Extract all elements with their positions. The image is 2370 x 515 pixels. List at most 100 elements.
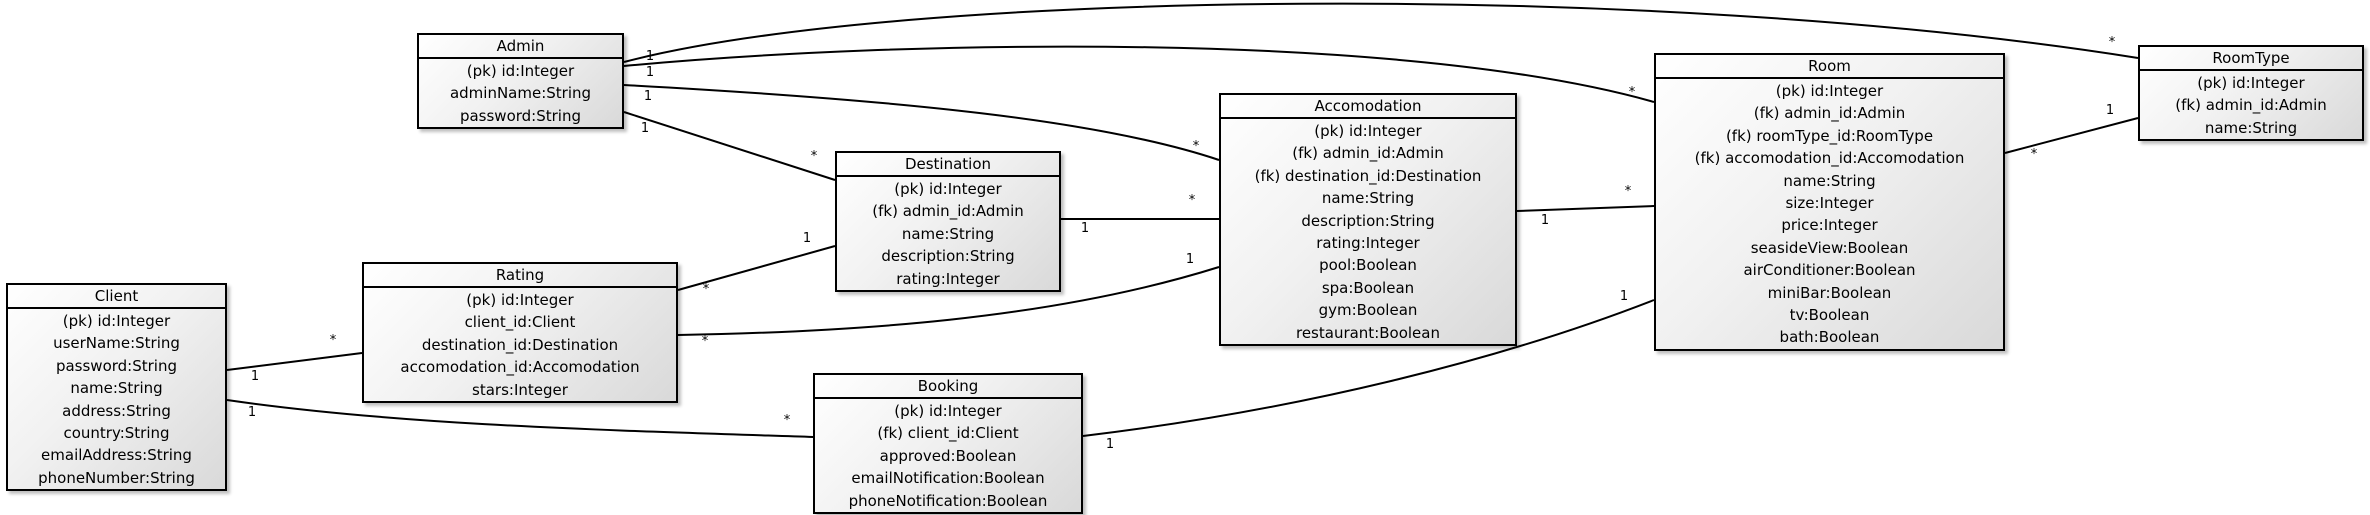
- attribute: (fk) client_id:Client: [877, 424, 1019, 443]
- attribute: name:String: [1783, 171, 1876, 190]
- multiplicity-label: 1: [646, 49, 654, 64]
- multiplicity-label: 1: [251, 369, 259, 384]
- attribute: rating:Integer: [1316, 233, 1420, 252]
- multiplicity-label: *: [703, 282, 710, 297]
- class-destination[interactable]: Destination (pk) id:Integer (fk) admin_i…: [835, 151, 1061, 292]
- class-title: RoomType: [2140, 47, 2362, 71]
- attribute: approved:Boolean: [879, 446, 1017, 465]
- multiplicity-label: 1: [248, 405, 256, 420]
- multiplicity-label: 1: [646, 65, 654, 80]
- attribute: restaurant:Boolean: [1295, 323, 1440, 342]
- attribute: address:String: [62, 401, 171, 420]
- class-title: Booking: [815, 375, 1081, 399]
- attribute: phoneNumber:String: [38, 468, 195, 487]
- attribute: name:String: [1321, 189, 1415, 208]
- class-title: Rating: [364, 264, 676, 288]
- class-attributes: (pk) id:Integer (fk) client_id:Client ap…: [815, 399, 1081, 512]
- class-attributes: (pk) id:Integer client_id:Client destina…: [364, 288, 676, 401]
- class-booking[interactable]: Booking (pk) id:Integer (fk) client_id:C…: [813, 373, 1083, 514]
- attribute: airConditioner:Boolean: [1743, 261, 1916, 280]
- association-admin-roomtype: [623, 2, 2139, 63]
- class-attributes: (pk) id:Integer userName:String password…: [8, 309, 225, 489]
- multiplicity-label: *: [330, 333, 337, 348]
- attribute: description:String: [881, 247, 1015, 266]
- multiplicity-label: *: [811, 149, 818, 164]
- multiplicity-label: *: [1629, 85, 1636, 100]
- multiplicity-label: 1: [2106, 103, 2114, 118]
- attribute: (pk) id:Integer: [62, 312, 171, 330]
- attribute: country:String: [63, 423, 170, 442]
- class-attributes: (pk) id:Integer adminName:String passwor…: [419, 59, 622, 127]
- multiplicity-label: 1: [803, 231, 811, 246]
- attribute: (pk) id:Integer: [1775, 82, 1884, 100]
- attribute: price:Integer: [1781, 216, 1878, 235]
- attribute: (fk) accomodation_id:Accomodation: [1694, 149, 1965, 168]
- multiplicity-label: *: [2109, 35, 2116, 50]
- multiplicity-label: *: [702, 334, 709, 349]
- class-attributes: (pk) id:Integer (fk) admin_id:Admin name…: [837, 177, 1059, 290]
- attribute: password:String: [459, 106, 582, 125]
- attribute: name:String: [2204, 118, 2298, 137]
- attribute: (pk) id:Integer: [1314, 122, 1422, 140]
- multiplicity-label: *: [1625, 184, 1632, 199]
- attribute: client_id:Client: [464, 313, 576, 332]
- multiplicity-label: *: [1193, 139, 1200, 154]
- multiplicity-label: 1: [641, 121, 649, 136]
- association-client-rating: [226, 352, 363, 371]
- multiplicity-label: *: [784, 413, 791, 428]
- association-room-booking: [1082, 299, 1655, 437]
- attribute: description:String: [1301, 211, 1435, 230]
- attribute: (fk) admin_id:Admin: [2175, 96, 2327, 115]
- association-admin-destination: [623, 111, 836, 181]
- attribute: size:Integer: [1785, 193, 1874, 212]
- class-accomodation[interactable]: Accomodation (pk) id:Integer (fk) admin_…: [1219, 93, 1517, 346]
- multiplicity-label: 1: [1186, 252, 1194, 267]
- class-client[interactable]: Client (pk) id:Integer userName:String p…: [6, 283, 227, 492]
- attribute: (pk) id:Integer: [2197, 74, 2305, 92]
- attribute: accomodation_id:Accomodation: [400, 358, 640, 377]
- multiplicity-label: 1: [644, 89, 652, 104]
- attribute: (pk) id:Integer: [466, 291, 574, 309]
- association-roomtype-room: [2004, 117, 2139, 154]
- attribute: (fk) admin_id:Admin: [1753, 104, 1906, 123]
- attribute: password:String: [55, 356, 178, 375]
- class-room[interactable]: Room (pk) id:Integer (fk) admin_id:Admin…: [1654, 53, 2005, 351]
- attribute: name:String: [901, 224, 995, 243]
- multiplicity-label: 1: [1081, 221, 1089, 236]
- class-attributes: (pk) id:Integer (fk) admin_id:Admin name…: [2140, 71, 2362, 139]
- class-roomtype[interactable]: RoomType (pk) id:Integer (fk) admin_id:A…: [2138, 45, 2364, 142]
- class-attributes: (pk) id:Integer (fk) admin_id:Admin (fk)…: [1221, 119, 1515, 344]
- attribute: miniBar:Boolean: [1767, 283, 1892, 302]
- multiplicity-label: *: [1189, 193, 1196, 208]
- class-title: Destination: [837, 153, 1059, 177]
- class-title: Room: [1656, 55, 2003, 79]
- association-admin-accomodation: [623, 84, 1220, 161]
- association-accomodation-rating: [677, 266, 1220, 336]
- class-title: Client: [8, 285, 225, 309]
- association-accomodation-room: [1516, 205, 1655, 212]
- attribute: userName:String: [53, 334, 180, 353]
- class-rating[interactable]: Rating (pk) id:Integer client_id:Client …: [362, 262, 678, 403]
- attribute: (fk) destination_id:Destination: [1254, 166, 1482, 185]
- attribute: (fk) admin_id:Admin: [872, 202, 1024, 221]
- class-admin[interactable]: Admin (pk) id:Integer adminName:String p…: [417, 33, 624, 130]
- class-title: Admin: [419, 35, 622, 59]
- attribute: emailAddress:String: [41, 446, 192, 465]
- multiplicity-label: 1: [1106, 437, 1114, 452]
- attribute: bath:Boolean: [1779, 328, 1880, 347]
- class-attributes: (pk) id:Integer (fk) admin_id:Admin (fk)…: [1656, 79, 2003, 349]
- attribute: pool:Boolean: [1319, 256, 1417, 275]
- attribute: (pk) id:Integer: [466, 62, 575, 80]
- attribute: spa:Boolean: [1321, 278, 1415, 297]
- attribute: (fk) roomType_id:RoomType: [1725, 126, 1934, 145]
- multiplicity-label: 1: [1541, 213, 1549, 228]
- association-client-booking: [226, 399, 814, 438]
- association-destination-rating: [677, 245, 836, 291]
- attribute: tv:Boolean: [1789, 305, 1870, 324]
- attribute: destination_id:Destination: [421, 335, 619, 354]
- attribute: (fk) admin_id:Admin: [1292, 144, 1444, 163]
- attribute: (pk) id:Integer: [894, 180, 1002, 198]
- attribute: phoneNotification:Boolean: [848, 491, 1048, 510]
- attribute: (pk) id:Integer: [894, 402, 1002, 420]
